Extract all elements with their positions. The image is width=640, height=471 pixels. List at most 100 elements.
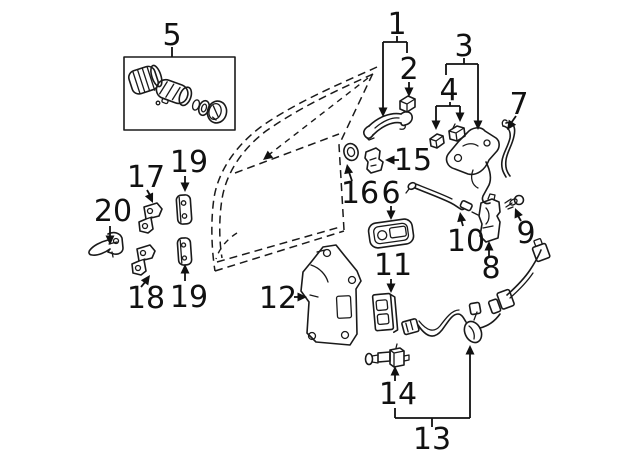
detail [367, 218, 415, 249]
detail [375, 299, 389, 312]
detail [478, 198, 501, 243]
detail [389, 347, 405, 368]
detail [399, 95, 416, 113]
callout-18: 18 [127, 275, 165, 316]
detail [405, 188, 410, 194]
detail [178, 86, 193, 107]
detail [388, 225, 407, 239]
detail [181, 255, 188, 261]
callout-19-lower-label: 19 [170, 280, 208, 315]
leader-line [394, 352, 471, 427]
callout-13-label: 13 [413, 422, 451, 457]
harness-connector-c [487, 298, 502, 315]
detail [429, 133, 445, 149]
detail [371, 354, 379, 364]
harness-connector-left [401, 318, 420, 336]
detail [179, 239, 183, 264]
detail [307, 331, 317, 341]
part-upper-hinge [138, 202, 163, 234]
arrowhead [473, 120, 483, 130]
part-clip-a [429, 133, 445, 149]
callout-1-label: 1 [387, 7, 406, 42]
arrowhead [484, 241, 494, 251]
leader-line [348, 171, 353, 182]
detail [471, 169, 479, 189]
callout-2-label: 2 [399, 52, 418, 87]
callout-9-label: 9 [516, 216, 535, 251]
harness-connector-mid [468, 301, 482, 316]
callout-1: 1 [378, 7, 408, 117]
detail [134, 264, 142, 272]
cylinder-pin [155, 100, 161, 106]
detail [448, 123, 465, 142]
door-outline [211, 66, 378, 272]
harness-wire [417, 313, 467, 337]
part-retainer-clip [364, 147, 384, 174]
part-handle-bracket [445, 127, 500, 205]
callout-2: 2 [399, 52, 419, 97]
detail [364, 352, 374, 366]
detail [389, 293, 399, 334]
callout-8: 8 [481, 241, 501, 286]
part-handle-cap [399, 95, 416, 113]
leader-line [382, 36, 408, 108]
detail [399, 98, 416, 113]
detail [335, 295, 353, 319]
harness-connector-top [531, 238, 551, 263]
detail [479, 313, 501, 329]
part-wiring-harness [401, 238, 551, 344]
part-inside-bezel [367, 218, 415, 249]
callout-18-label: 18 [127, 281, 165, 316]
part-hinge-plate-lower [176, 237, 193, 266]
detail [509, 272, 534, 299]
detail [500, 125, 511, 178]
callout-5: 5 [162, 18, 182, 57]
detail [180, 242, 187, 248]
detail [365, 136, 375, 141]
detail [429, 135, 444, 149]
detail [405, 320, 414, 333]
detail [453, 153, 463, 163]
detail [389, 343, 410, 367]
detail [127, 65, 160, 95]
glass-guide-arrowhead [263, 150, 274, 160]
detail [371, 292, 395, 332]
detail [180, 200, 187, 206]
arrowhead [105, 235, 115, 245]
callout-6-label: 6 [381, 176, 400, 211]
callout-7-label: 7 [509, 87, 528, 122]
arrowhead [378, 107, 388, 117]
arrowhead [390, 366, 400, 376]
detail [347, 275, 357, 285]
detail [112, 237, 120, 245]
part-lock-actuator [478, 193, 501, 243]
callout-16-label: 16 [341, 176, 379, 211]
arrowhead [297, 292, 307, 302]
detail [501, 119, 508, 127]
detail [459, 200, 473, 212]
detail [400, 111, 413, 127]
detail [138, 258, 146, 262]
detail [415, 183, 453, 200]
detail [139, 249, 147, 257]
part-lock-cable [405, 181, 479, 216]
callout-6: 6 [381, 176, 401, 220]
detail [107, 231, 124, 255]
arrowhead [507, 119, 517, 130]
detail [506, 249, 542, 296]
callout-20: 20 [94, 194, 132, 245]
leader-line [445, 58, 479, 122]
part-hinge-plate-upper [175, 194, 193, 225]
detail [504, 198, 514, 210]
callout-19-upper-label: 19 [170, 145, 208, 180]
detail [343, 142, 359, 162]
callout-17-label: 17 [127, 160, 165, 195]
detail [346, 146, 356, 158]
detail [362, 125, 374, 140]
part-grommet [343, 142, 359, 162]
detail [372, 121, 402, 136]
detail [373, 222, 410, 245]
part-drawings [88, 56, 551, 368]
callout-17: 17 [127, 160, 165, 203]
